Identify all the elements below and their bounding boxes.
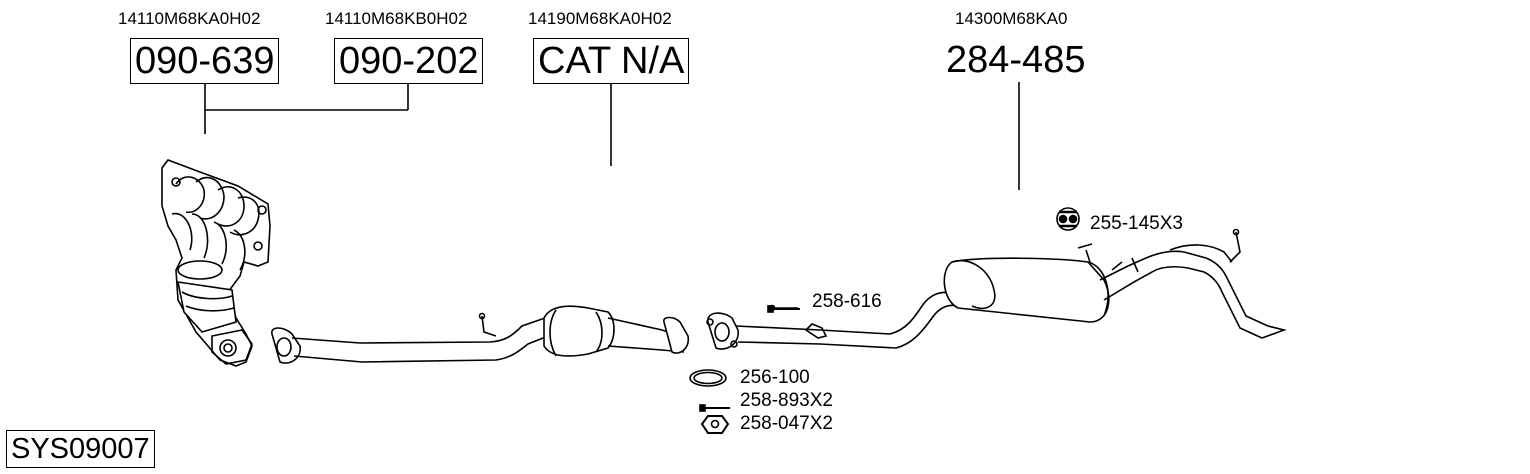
- gasket-ring-icon: [689, 369, 727, 387]
- catalytic-converter: [543, 305, 690, 357]
- exhaust-manifold: [161, 159, 271, 367]
- rear-silencer: [943, 228, 1287, 339]
- oem-number: 14110M68KA0H02: [118, 9, 261, 28]
- bolt-icon: [699, 404, 730, 412]
- fitting-label[interactable]: 258-047X2: [740, 413, 833, 434]
- intermediate-pipe: [706, 291, 959, 350]
- part-number[interactable]: 284-485: [946, 39, 1086, 81]
- part-number-box[interactable]: 090-639: [130, 38, 280, 84]
- rubber-mount-icon: [1056, 207, 1080, 231]
- bolt-icon: [767, 305, 800, 313]
- nut-icon: [700, 415, 730, 434]
- fitting-label[interactable]: 258-616: [812, 291, 882, 312]
- fitting-label[interactable]: 256-100: [740, 367, 810, 388]
- front-pipe: [271, 312, 549, 364]
- system-code-box: SYS09007: [6, 430, 155, 468]
- oem-number: 14110M68KB0H02: [325, 9, 468, 28]
- fitting-label[interactable]: 258-893X2: [740, 390, 833, 411]
- oem-number: 14300M68KA0: [955, 9, 1068, 28]
- leader-lines: [204, 82, 1020, 190]
- part-number-box[interactable]: 090-202: [334, 38, 484, 84]
- oem-number: 14190M68KA0H02: [528, 9, 672, 28]
- fitting-label[interactable]: 255-145X3: [1090, 213, 1183, 234]
- part-number-box[interactable]: CAT N/A: [533, 38, 690, 84]
